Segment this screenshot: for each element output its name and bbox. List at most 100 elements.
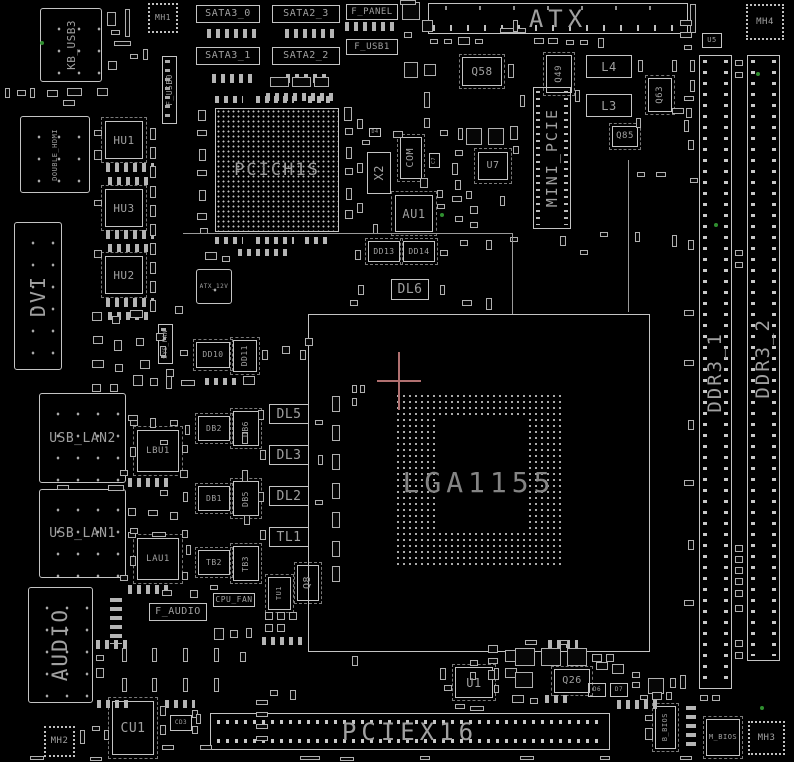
passive-component [183,678,188,692]
passive-component [430,39,438,44]
component-db6: DB6 [230,408,262,449]
passive-component [466,128,482,145]
passive-component [300,756,320,760]
pin-row [686,706,696,750]
passive-component [462,300,472,306]
passive-component [122,648,127,662]
passive-component [183,648,188,662]
passive-component [534,38,544,44]
component-pcich1s: PCICH1S [215,108,339,232]
passive-component [735,567,743,574]
passive-component [452,163,458,175]
passive-component [466,191,472,199]
component-label: TB3 [241,555,250,572]
passive-component [260,530,266,540]
passive-component [152,678,157,692]
passive-component [190,590,198,598]
passive-component [735,640,743,647]
passive-component [166,376,172,389]
passive-component [656,172,666,177]
component-x2: X2 [367,152,391,194]
component-label: CU1 [120,720,146,736]
passive-component [357,119,363,129]
passive-component [424,64,436,76]
passive-component [120,575,128,581]
passive-component [314,77,329,87]
component-b-bios: B_BIOS [652,703,679,752]
passive-component [486,240,492,250]
passive-component [242,470,248,482]
component-label: C7 [431,156,437,165]
passive-component [440,668,446,680]
pin-row [108,244,148,252]
component-label: COM [405,148,416,168]
passive-component [150,281,156,293]
passive-component [150,300,156,312]
passive-component [440,130,448,136]
component-label: DD10 [202,350,224,359]
passive-component [196,714,201,724]
component-label: SATA2_3 [283,8,329,19]
passive-component [444,685,452,691]
passive-component [420,178,428,188]
pin-row [256,96,294,103]
component-label: HU2 [113,268,135,282]
passive-component [183,492,188,502]
passive-component [486,298,492,310]
passive-component [57,485,69,490]
passive-component [666,692,672,700]
component-ddr3-1: DDR3_1 [699,55,732,689]
passive-component [680,675,686,689]
passive-component [148,510,158,516]
passive-component [690,60,695,72]
component-label: B_BIOS [661,713,669,742]
passive-component [256,700,268,705]
component-usb-lan2: USB_LAN2 [39,393,126,483]
passive-component [125,9,130,37]
test-point [440,213,444,217]
test-point [40,41,44,45]
passive-component [638,60,643,72]
passive-component [352,398,357,406]
passive-component [318,455,323,465]
passive-component [700,695,708,701]
passive-component [567,648,587,666]
passive-component [47,90,58,97]
passive-component [150,186,156,198]
passive-component [5,88,10,98]
component-label: DD13 [373,246,395,256]
passive-component [688,540,694,550]
component-label: U1 [466,675,482,690]
passive-component [580,40,588,45]
passive-component [688,140,694,150]
component-label: DOUBLE_HDMI [50,128,59,181]
component-label: D6 [592,686,602,693]
component-label: Q49 [553,65,564,83]
passive-component [735,262,743,268]
passive-component [150,262,156,274]
passive-component [488,128,504,145]
passive-component [277,612,285,620]
passive-component [160,440,168,445]
passive-component [150,205,156,217]
passive-component [260,450,266,460]
passive-component [344,107,352,121]
component-sys-fan: SYS_FAN [158,324,173,364]
pin-row [215,237,243,244]
pin-row [266,93,338,101]
component-audio: AUDIO [28,587,93,703]
component-double-hdmi: DOUBLE_HDMI [20,116,90,193]
pin-row [108,312,148,320]
passive-component [688,240,694,250]
component-label: MINI_PCIE [542,108,561,208]
component-atx: ATX [428,3,688,34]
passive-component [712,695,720,701]
passive-component [424,92,430,108]
component-label: MH4 [756,16,774,27]
component-label: Q58 [471,65,493,78]
pin-row [106,298,154,307]
passive-component [455,704,465,709]
passive-component [513,20,518,32]
passive-component [214,628,224,640]
